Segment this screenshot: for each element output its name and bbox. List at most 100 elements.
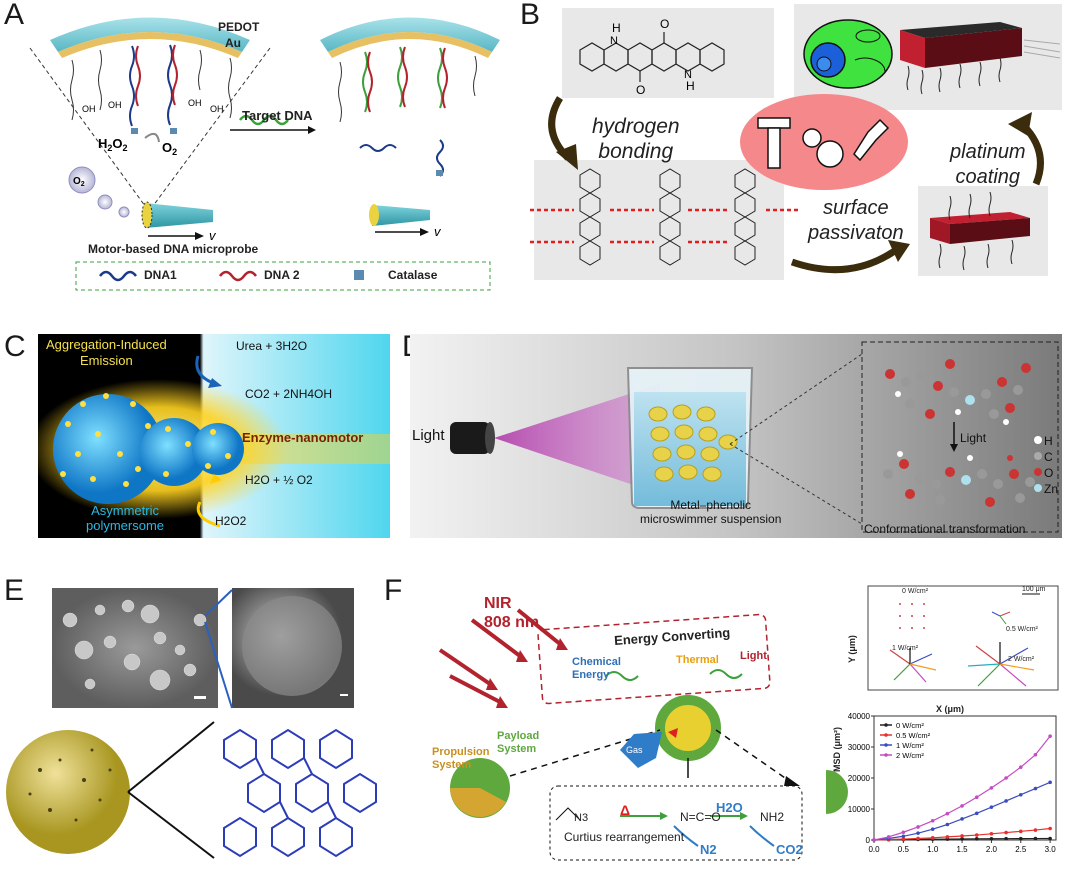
- polymersome-small: [192, 423, 244, 475]
- series-point-1: [930, 836, 935, 840]
- propulsion-label-line1: Propulsion: [432, 746, 490, 758]
- series-point-1: [945, 835, 950, 839]
- trajectory-plot: [867, 585, 1059, 691]
- surface-passivation-line2: passivaton: [808, 222, 904, 244]
- surface-passivation-label: surface passivaton: [808, 196, 904, 246]
- panel-a-diagram: OH OH OH OH H2O2 O2 O2 v v: [29, 17, 500, 291]
- polymersome-large: [53, 394, 163, 504]
- reaction-arrow-h2o2: [196, 501, 221, 528]
- porous-sphere: [6, 730, 130, 854]
- series-point-1: [960, 834, 964, 838]
- x-tick-label: 1.5: [957, 845, 969, 854]
- series-point-0: [974, 837, 979, 841]
- hbond-molecules: [579, 168, 756, 266]
- series-point-2: [989, 805, 994, 809]
- payload-label: Payload System: [497, 730, 539, 756]
- sphere-pores: [28, 748, 112, 822]
- legend-marker: [884, 753, 888, 757]
- chemical-energy-label: Chemical Energy: [572, 656, 621, 682]
- tools-icons: [757, 117, 890, 169]
- urea-label: Urea + 3H2O: [236, 339, 308, 353]
- legend-label: 2 W/cm²: [896, 751, 924, 760]
- series-point-1: [901, 837, 906, 841]
- svg-text:H: H: [612, 21, 621, 35]
- curtius-label: Curtius rearrangement: [564, 830, 685, 844]
- energy-converting-box: [537, 613, 771, 705]
- scale-bar-label: 100 μm: [1022, 586, 1046, 593]
- legend-marker: [884, 723, 888, 727]
- light-f-label: Light: [740, 650, 767, 662]
- hydrogen-bonding-line2: bonding: [598, 140, 674, 163]
- legend-catalase: Catalase: [388, 268, 438, 282]
- series-point-0: [1018, 836, 1023, 841]
- co2-label: CO2 + 2NH4OH: [245, 387, 333, 401]
- track-y-label: Y (μm): [846, 635, 857, 663]
- series-point-2: [960, 817, 964, 821]
- series-point-3: [1004, 776, 1008, 780]
- delta-label: Δ: [620, 802, 631, 818]
- panel-letter-a: A: [4, 0, 25, 31]
- series-point-2: [945, 822, 950, 827]
- panel-d-diagram: [410, 334, 1062, 538]
- legend-dna1: DNA1: [144, 268, 177, 282]
- chemical-energy-line1: Chemical: [572, 656, 621, 668]
- molecular-zoom-box: [861, 341, 1059, 533]
- series-point-3: [974, 795, 979, 800]
- propulsion-label: Propulsion System: [432, 746, 489, 772]
- series-point-3: [960, 804, 964, 808]
- au-label: Au: [225, 36, 241, 50]
- series-point-3: [1033, 752, 1038, 757]
- svg-text:O: O: [636, 83, 645, 97]
- sem-particles: [62, 599, 207, 691]
- enzyme-nanomotor-label: Enzyme-nanomotor: [242, 430, 364, 445]
- chemical-energy-line2: Energy: [572, 669, 610, 681]
- framework-structure: [223, 728, 377, 858]
- svg-text:OH: OH: [82, 104, 96, 114]
- nir-label: NIR 808 nm: [484, 594, 539, 632]
- panel-e-diagram: [6, 588, 377, 859]
- quinacridone-molecule: [579, 32, 725, 82]
- panel-letter-c: C: [4, 330, 26, 363]
- svg-text:N: N: [684, 69, 692, 81]
- panel-letter-e: E: [4, 574, 25, 607]
- msd-plot-area: [873, 715, 1057, 841]
- n3-label: N3: [574, 812, 589, 824]
- series-point-0: [1004, 836, 1008, 841]
- track-x-label: X (μm): [936, 704, 965, 714]
- x-tick-label: 1.0: [927, 845, 939, 854]
- hbond-network-box: [534, 160, 784, 280]
- panel-a-caption: Motor-based DNA microprobe: [88, 242, 259, 256]
- gas-plume: [620, 732, 662, 768]
- legend-label: 0 W/cm²: [896, 721, 924, 730]
- dna-strands-left: [70, 44, 232, 127]
- trajectory-tracks-1: [889, 648, 937, 683]
- molecule-bottom: [883, 451, 1035, 507]
- water-label: H2O + ½ O2: [245, 473, 313, 487]
- series-point-3: [945, 811, 950, 816]
- atom-legend-zn: Zn: [1044, 482, 1059, 496]
- atom-legend-c: C: [1044, 450, 1053, 464]
- series-point-1: [1033, 828, 1038, 832]
- svg-text:N: N: [610, 35, 618, 47]
- track-label-05: 0.5 W/cm²: [1006, 626, 1038, 633]
- series-point-3: [1018, 765, 1023, 769]
- y-tick-label: 0: [866, 836, 871, 845]
- panel-f-schematic: [438, 608, 848, 861]
- series-point-2: [1048, 780, 1052, 785]
- series-point-1: [1048, 826, 1052, 831]
- molecule-top: [885, 359, 1031, 425]
- trajectory-tracks-05: [991, 611, 1011, 625]
- microswimmer-particles: [648, 404, 738, 482]
- legend-dna2: DNA 2: [264, 268, 300, 282]
- series-point-2: [1033, 786, 1038, 791]
- aie-label: Aggregation-Induced Emission: [46, 337, 167, 369]
- aie-label-line1: Aggregation-Induced: [46, 337, 167, 352]
- pedot-layer-left: [50, 17, 250, 52]
- polymersome-label-line2: polymersome: [86, 518, 165, 533]
- platinum-coating-line2: coating: [955, 166, 1021, 188]
- series-point-2: [1018, 792, 1023, 797]
- x-tick-label: 3.0: [1045, 845, 1057, 854]
- series-point-1: [1018, 829, 1023, 834]
